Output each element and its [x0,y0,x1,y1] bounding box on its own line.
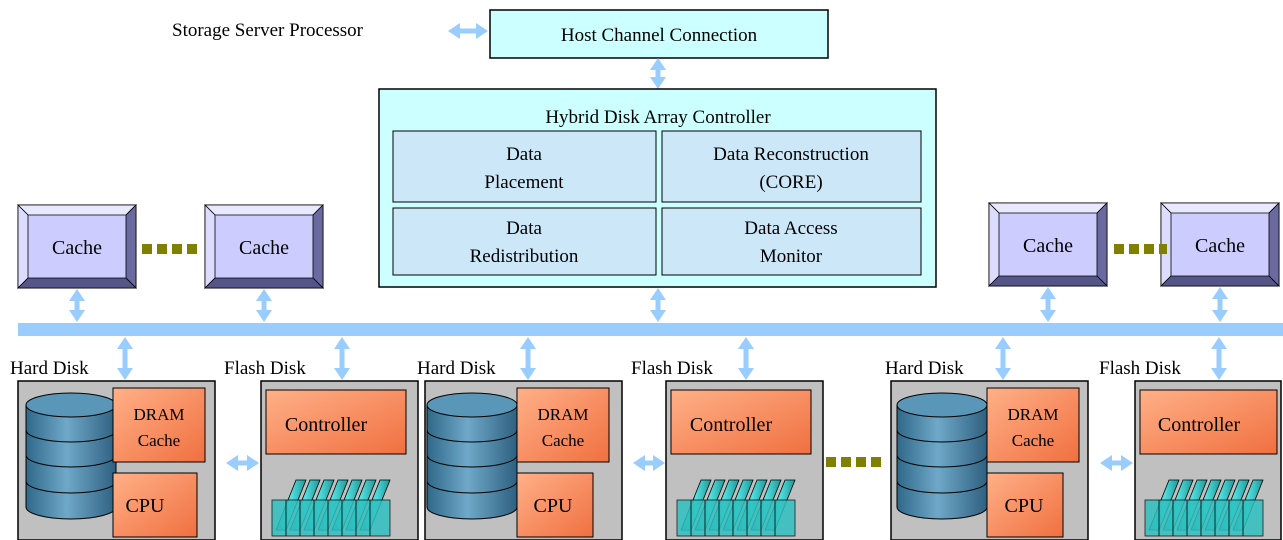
cache-box-1: Cache [17,204,137,289]
svg-text:Data: Data [506,144,542,165]
disk-ellipsis [826,457,881,467]
module-data-reconstruction: Data Reconstruction (CORE) [661,130,922,203]
cache-ellipsis-left [142,244,197,254]
svg-text:Controller: Controller [1158,414,1241,436]
hard-disk-unit-3: DRAM Cache CPU [890,380,1089,540]
svg-text:Controller: Controller [285,414,368,436]
svg-text:Cache: Cache [542,431,584,450]
dram-cache-box: DRAM Cache [112,387,206,463]
hard-disk-label-3: Hard Disk [885,358,964,379]
disk-drum-icon [426,392,518,520]
flash-disk-unit-2: Controller [665,380,824,540]
cache-label: Cache [1195,235,1245,257]
flash-disk-unit-3: Controller [1134,380,1282,540]
host-channel-label: Host Channel Connection [561,25,758,46]
cache-ellipsis-right [1114,244,1167,254]
svg-text:Placement: Placement [484,172,564,193]
bus-arrows-lower [117,337,1227,380]
flash-chip-icon [676,479,796,537]
cpu-box: CPU [112,472,198,538]
disk-drum-icon [25,392,117,520]
flash-disk-label-3: Flash Disk [1099,358,1181,379]
hard-disk-unit-2: DRAM Cache CPU [424,380,623,540]
svg-text:CPU: CPU [534,495,573,517]
svg-text:Controller: Controller [690,414,773,436]
svg-text:Redistribution: Redistribution [470,246,579,267]
svg-text:Data Reconstruction: Data Reconstruction [713,144,869,165]
svg-text:Cache: Cache [1012,431,1054,450]
hard-disk-label-1: Hard Disk [10,358,89,379]
module-data-placement: Data Placement [392,130,657,203]
hd-fd-arrow-3 [1100,455,1133,471]
flash-chip-icon [1144,479,1264,537]
hard-disk-label-2: Hard Disk [417,358,496,379]
svg-text:Cache: Cache [138,431,180,450]
flash-disk-label-1: Flash Disk [224,358,306,379]
server-host-arrow [448,23,488,39]
hybrid-disk-array-controller: Hybrid Disk Array Controller Data Placem… [378,88,937,288]
svg-text:DRAM: DRAM [1007,405,1058,424]
storage-server-processor-label: Storage Server Processor [172,20,364,41]
cpu-box: CPU [516,472,594,538]
svg-text:CPU: CPU [1005,495,1044,517]
host-controller-arrow [650,58,666,89]
dram-cache-box: DRAM Cache [516,387,610,463]
svg-text:Data: Data [506,218,542,239]
svg-text:CPU: CPU [126,495,165,517]
controller-title: Hybrid Disk Array Controller [545,107,771,128]
hard-disk-unit-1: DRAM Cache CPU [17,380,216,540]
cache-box-2: Cache [204,204,324,289]
flash-disk-unit-1: Controller [260,380,419,540]
flash-controller-box: Controller [670,389,812,455]
cpu-box: CPU [986,472,1064,538]
svg-text:Data Access: Data Access [744,218,837,239]
cache-box-3: Cache [988,202,1108,287]
bus-arrows-upper [69,287,1228,322]
cache-label: Cache [52,237,102,259]
flash-controller-box: Controller [1139,389,1278,455]
flash-disk-label-2: Flash Disk [631,358,713,379]
cache-box-4: Cache [1160,202,1280,287]
cache-label: Cache [239,237,289,259]
svg-text:DRAM: DRAM [133,405,184,424]
svg-text:Monitor: Monitor [760,246,823,267]
svg-text:DRAM: DRAM [537,405,588,424]
system-bus [18,323,1283,336]
hd-fd-arrow-1 [226,455,259,471]
flash-controller-box: Controller [265,389,407,455]
svg-text:(CORE): (CORE) [759,172,822,193]
hd-fd-arrow-2 [633,455,665,471]
module-data-access-monitor: Data Access Monitor [661,207,922,276]
module-data-redistribution: Data Redistribution [392,207,657,276]
host-channel-connection: Host Channel Connection [489,9,829,59]
dram-cache-box: DRAM Cache [986,387,1080,463]
flash-chip-icon [271,479,391,537]
disk-drum-icon [896,392,988,520]
cache-label: Cache [1023,235,1073,257]
